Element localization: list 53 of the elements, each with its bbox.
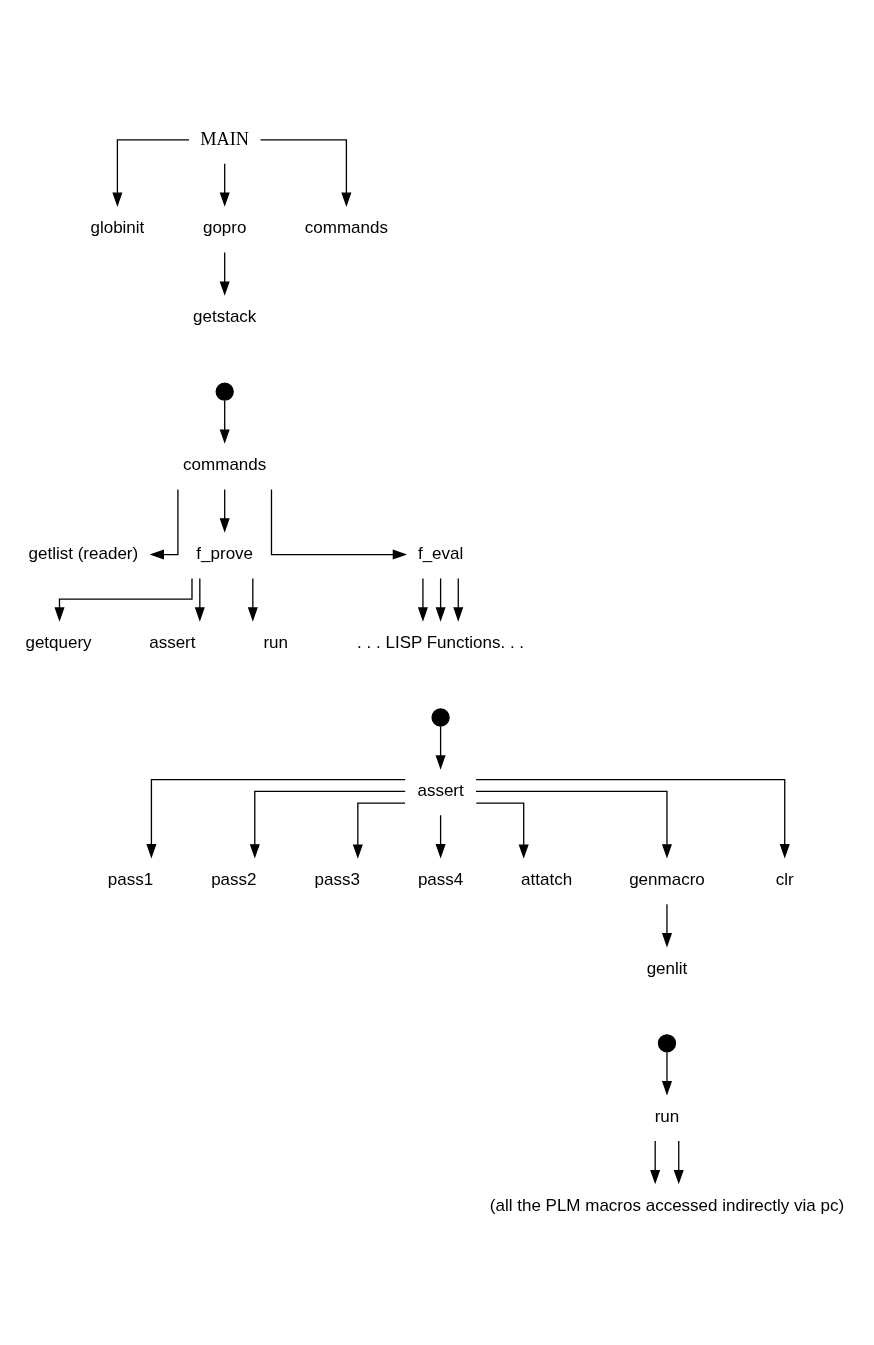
node-text: clr <box>775 869 794 889</box>
node-text: f_eval <box>417 543 464 563</box>
node-text: getstack <box>193 306 257 326</box>
arrow <box>661 903 672 947</box>
arrow <box>219 399 230 444</box>
arrow <box>352 802 406 859</box>
node-text: pass1 <box>107 869 154 889</box>
arrow <box>219 251 230 296</box>
arrow <box>249 790 406 859</box>
arrow <box>149 488 179 560</box>
node-text: pass3 <box>314 869 360 889</box>
node-text: assert <box>417 780 464 800</box>
arrow <box>475 778 790 858</box>
node-text: genlit <box>646 958 688 978</box>
node-text: f_prove <box>196 543 254 563</box>
arrow <box>435 725 446 770</box>
node-circle <box>431 707 450 727</box>
arrow <box>146 778 406 858</box>
arrow <box>270 488 408 560</box>
arrow <box>194 577 205 622</box>
node-circle <box>657 1033 677 1052</box>
node-text: globinit <box>90 217 145 237</box>
arrow <box>661 1051 672 1095</box>
node-text: pass2 <box>211 869 257 889</box>
node-text: MAIN <box>200 128 250 149</box>
arrow <box>673 1139 684 1184</box>
node-text: . . . LISP Functions. . . <box>357 632 525 652</box>
node-text: run <box>263 632 289 652</box>
arrow <box>650 1139 661 1184</box>
arrow <box>435 814 446 858</box>
arrow <box>54 577 193 622</box>
node-text: run <box>654 1106 680 1126</box>
node-text: attatch <box>521 869 573 889</box>
node-text: getquery <box>25 632 92 652</box>
arrow <box>219 488 230 533</box>
arrow <box>475 802 529 859</box>
node-text: commands <box>183 454 267 474</box>
arrow <box>259 138 352 207</box>
node-text: genmacro <box>629 869 705 889</box>
arrow <box>247 577 258 622</box>
arrow <box>417 577 428 622</box>
node-text: getlist (reader) <box>28 543 139 563</box>
arrow <box>219 162 230 207</box>
arrow <box>112 138 190 207</box>
arrow <box>435 577 446 622</box>
node-text: (all the PLM macros accessed indirectly via pc) <box>489 1195 845 1215</box>
node-text: commands <box>304 217 388 237</box>
node-text: gopro <box>202 217 247 237</box>
arrow <box>453 577 464 622</box>
node-text: pass4 <box>417 869 464 889</box>
node-circle <box>215 382 234 401</box>
node-text: assert <box>149 632 196 652</box>
arrow <box>475 790 672 859</box>
